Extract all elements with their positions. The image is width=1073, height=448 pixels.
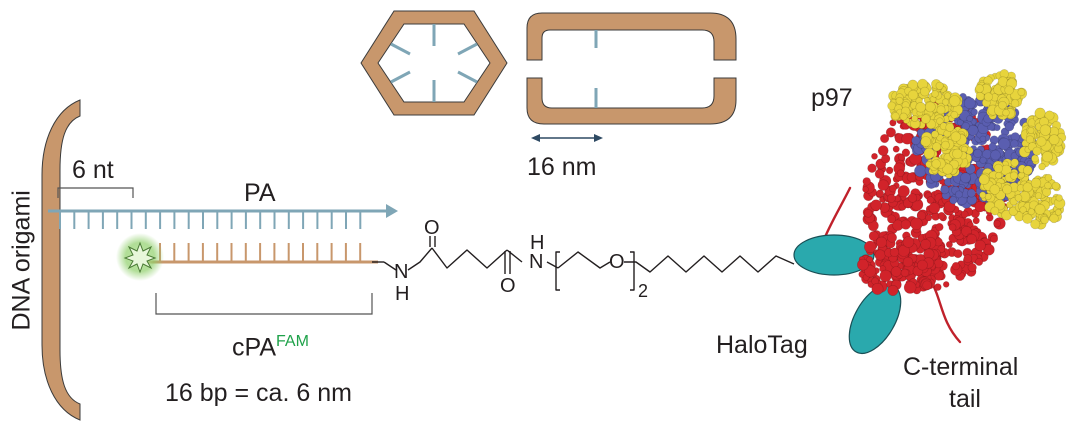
halotag-upper: [793, 234, 875, 276]
six-nt-bracket: [57, 187, 134, 198]
pa-strand: [48, 204, 398, 229]
dna-origami-label: DNA origami: [7, 190, 36, 331]
peg-subscript: 2: [638, 281, 649, 301]
p97-label: p97: [811, 84, 853, 112]
cpa-bracket: [155, 293, 373, 315]
atom-h-left: H: [395, 283, 410, 305]
atom-n-left: N: [394, 261, 409, 283]
p97-yellow-domain-4: [920, 121, 974, 179]
p97-yellow-domain-1: [887, 78, 963, 130]
atom-h-right: H: [530, 232, 545, 254]
bp-note: 16 bp = ca. 6 nm: [165, 379, 352, 407]
cpa-text: cPA: [232, 333, 276, 362]
pa-label: PA: [244, 179, 276, 207]
six-nt-label: 6 nt: [72, 156, 114, 184]
origami-bracket: [41, 99, 81, 421]
atom-o-top: O: [424, 217, 440, 239]
origami-hexagon: [360, 10, 508, 116]
scale-label: 16 nm: [527, 153, 597, 181]
fam-superscript: FAM: [276, 333, 309, 350]
fam-fluorophore: [116, 233, 164, 281]
p97-yellow-domain-3: [1018, 107, 1067, 171]
p97-yellow-domain-6: [1014, 173, 1066, 230]
chemical-linker: [383, 236, 795, 291]
scale-arrow: [531, 134, 603, 142]
cpa-strand: [148, 243, 384, 264]
halotag-label: HaloTag: [716, 331, 808, 359]
tail-label: tail: [949, 385, 981, 413]
p97-red-domain-lower: [857, 231, 944, 296]
atom-n-right: N: [529, 251, 544, 273]
origami-rectangle: [526, 12, 737, 125]
c-terminal-label: C-terminal: [903, 353, 1019, 381]
cpa-label: cPAFAM: [232, 334, 309, 360]
atom-o-peg: O: [609, 251, 625, 273]
p97-complex: [857, 69, 1067, 296]
p97-yellow-domain-2: [974, 69, 1028, 120]
atom-o-bottom: O: [500, 275, 516, 297]
